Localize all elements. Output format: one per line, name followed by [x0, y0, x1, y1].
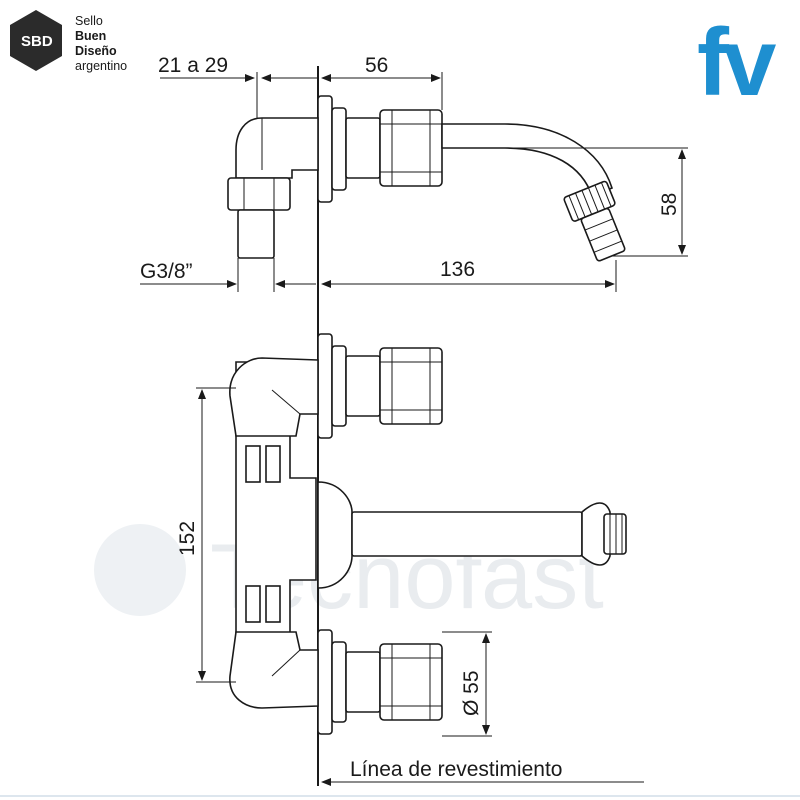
- side-valve-nut: [379, 109, 443, 187]
- side-inlet-nut: [227, 177, 291, 211]
- dim-spout-reach-label: 136: [440, 258, 475, 281]
- sbd-badge: SBD Sello Buen Diseño argentino: [10, 10, 127, 73]
- side-aerator: [563, 180, 626, 262]
- dim-wall-to-valve: 56: [321, 54, 443, 110]
- dim-thread: G3/8”: [140, 258, 316, 292]
- dim-centers-label: 152: [176, 521, 199, 556]
- side-elbow: [235, 117, 319, 179]
- front-lower-elbow: [229, 631, 319, 709]
- front-view: [229, 333, 627, 735]
- side-flange: [317, 95, 333, 203]
- sbd-abbr: SBD: [21, 33, 53, 50]
- dim-spout-drop-label: 58: [658, 193, 681, 216]
- front-aerator: [603, 513, 627, 555]
- sello-line-4: argentino: [75, 59, 127, 73]
- sello-line-2: Buen: [75, 29, 106, 43]
- dim-handle-diameter-label: Ø 55: [460, 670, 483, 716]
- dim-handle-diameter: Ø 55: [442, 631, 492, 737]
- fv-logo: fv: [697, 9, 776, 116]
- dim-inlet-range: 21 a 29: [158, 54, 318, 118]
- sello-line-3: Diseño: [75, 44, 117, 58]
- front-upper-flange: [317, 333, 333, 439]
- front-lower-flange: [317, 629, 333, 735]
- dim-thread-label: G3/8”: [140, 260, 193, 283]
- front-center-boss: [317, 481, 353, 589]
- side-inlet-pipe: [237, 209, 275, 259]
- front-upper-valve-nut: [379, 347, 443, 425]
- revestimiento-label: Línea de revestimiento: [350, 758, 562, 781]
- revestimiento-callout: Línea de revestimiento: [321, 758, 644, 786]
- front-spout: [351, 511, 583, 557]
- dim-spout-reach: 136: [321, 258, 617, 292]
- dim-spout-drop: 58: [505, 147, 688, 257]
- watermark-drop-icon: [94, 524, 186, 616]
- dim-wall-to-valve-label: 56: [365, 54, 388, 77]
- dim-centers: 152: [176, 387, 236, 683]
- front-upper-elbow: [229, 357, 319, 437]
- dim-inlet-range-label: 21 a 29: [158, 54, 228, 77]
- side-view: [227, 95, 626, 262]
- side-spout: [441, 123, 613, 198]
- sbd-hexagon-icon: [10, 10, 62, 71]
- sello-line-1: Sello: [75, 14, 103, 28]
- front-lower-valve-nut: [379, 643, 443, 721]
